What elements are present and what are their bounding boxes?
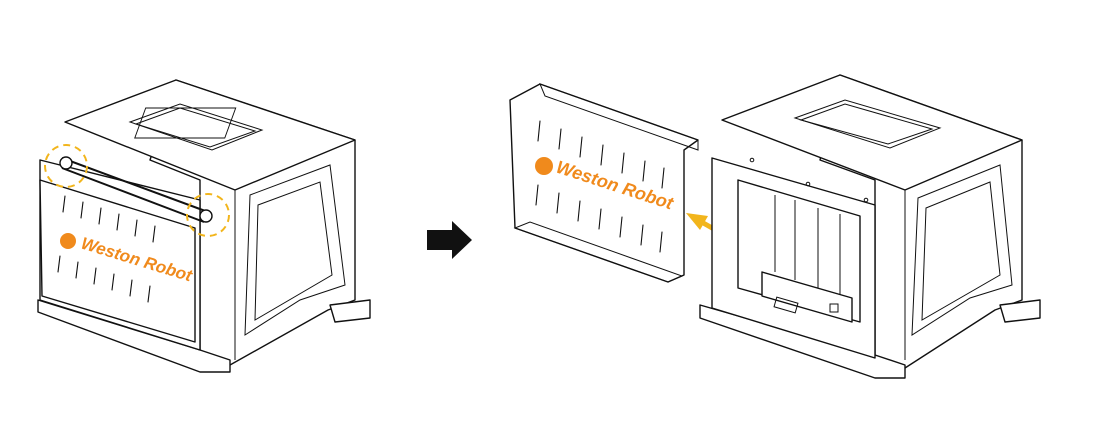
removed-panel: Weston Robot	[509, 83, 699, 283]
highlight-circle-right	[186, 193, 230, 237]
frame-after	[699, 74, 1041, 379]
slots-panel-row1	[537, 120, 665, 189]
slots-panel-row2	[535, 184, 663, 253]
slots-before-row1	[62, 195, 156, 243]
slots-before-row2	[57, 255, 151, 303]
step-arrow-icon	[427, 221, 472, 259]
frame-before: Weston Robot	[37, 79, 371, 373]
highlight-circle-left	[44, 144, 88, 188]
